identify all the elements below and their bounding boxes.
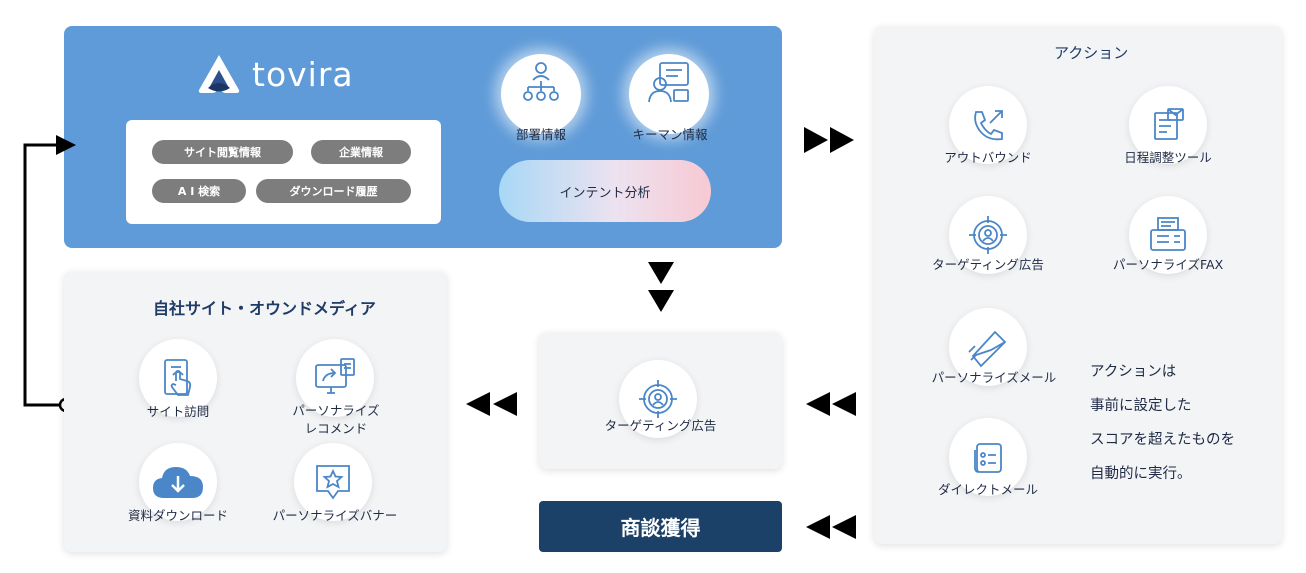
download-circle — [139, 443, 217, 521]
targeting-action-circle — [949, 196, 1027, 274]
note-line-1: アクションは — [1090, 364, 1177, 380]
cloud-download-icon — [153, 467, 203, 498]
dept-circle — [501, 54, 581, 134]
owned-media-card: 自社サイト・オウンドメディア サイト訪問 パーソナライズ レコメンド — [64, 271, 447, 552]
fax-icon — [1150, 217, 1186, 251]
org-chart-icon — [523, 62, 559, 101]
action-title: アクション — [1054, 44, 1129, 62]
note-line-2: 事前に設定した — [1090, 398, 1192, 414]
pill-download-history: ダウンロード履歴 — [256, 179, 411, 203]
action-card: アクション アウトバウンド 日程調整ツール — [874, 26, 1282, 544]
arrow-left-action-to-targeting — [806, 392, 856, 416]
keyman-label: キーマン情報 — [632, 127, 708, 142]
target-icon — [969, 216, 1007, 254]
info-box: サイト閲覧情報 企業情報 A I 検索 ダウンロード履歴 — [126, 120, 441, 224]
targeting-circle — [619, 360, 697, 438]
pill-site-view: サイト閲覧情報 — [152, 140, 293, 164]
personalized-mail-circle — [949, 308, 1027, 386]
targeting-action-label: ターゲティング広告 — [932, 257, 1044, 272]
target-icon — [639, 380, 677, 418]
dept-label: 部署情報 — [515, 127, 566, 142]
intent-analysis: インテント分析 — [499, 160, 711, 222]
note-line-4: 自動的に実行。 — [1090, 466, 1192, 482]
personalized-mail-label: パーソナライズメール — [931, 370, 1057, 385]
targeting-card: ターゲティング広告 — [539, 332, 782, 469]
recommend-label-line-1: パーソナライズ — [292, 403, 380, 418]
pill-ai-search: A I 検索 — [152, 179, 246, 203]
scheduler-circle — [1129, 86, 1207, 164]
outbound-label: アウトバウンド — [944, 150, 1032, 165]
arrow-right-to-action — [804, 127, 854, 153]
direct-mail-icon — [974, 443, 1002, 473]
star-banner-icon — [316, 465, 350, 500]
direct-mail-circle — [949, 418, 1027, 496]
phone-icon — [974, 110, 1003, 141]
tovira-logo-text: tovira — [252, 54, 354, 94]
tovira-panel: tovira サイト閲覧情報 企業情報 A I 検索 ダウンロード履歴 部署情報 — [64, 26, 782, 248]
keyman-icon — [648, 62, 689, 103]
banner-circle — [294, 443, 372, 521]
outbound-circle — [949, 86, 1027, 164]
scheduler-label: 日程調整ツール — [1124, 150, 1212, 165]
fax-circle — [1129, 196, 1207, 274]
owned-media-title: 自社サイト・オウンドメディア — [153, 299, 376, 318]
pill-company-info: 企業情報 — [311, 140, 411, 164]
keyman-circle — [629, 54, 709, 134]
action-note: アクションは 事前に設定した スコアを超えたものを 自動的に実行。 — [1090, 355, 1235, 491]
arrow-left-action-to-deal — [806, 515, 856, 539]
direct-mail-label: ダイレクトメール — [937, 482, 1038, 497]
schedule-doc-icon — [1154, 108, 1184, 140]
site-visit-label: サイト訪問 — [146, 404, 210, 419]
banner-label: パーソナライズバナー — [272, 508, 398, 523]
monitor-recommend-icon — [315, 358, 355, 394]
deal-acquired: 商談獲得 — [539, 501, 782, 552]
download-label: 資料ダウンロード — [127, 508, 228, 523]
recommend-label-line-2: レコメンド — [304, 421, 368, 436]
paper-plane-mail-icon — [968, 330, 1007, 368]
fax-label: パーソナライズFAX — [1112, 257, 1224, 272]
tovira-logo: tovira — [196, 52, 354, 96]
tablet-touch-icon — [164, 359, 192, 396]
note-line-3: スコアを超えたものを — [1090, 432, 1235, 448]
recommend-label: パーソナライズ レコメンド — [278, 402, 394, 438]
recommend-circle — [296, 339, 374, 417]
arrow-down-to-targeting — [648, 262, 674, 312]
site-visit-circle — [139, 339, 217, 417]
tovira-logo-icon — [198, 55, 240, 93]
arrow-left-targeting-to-owned — [466, 392, 517, 416]
targeting-label: ターゲティング広告 — [604, 418, 717, 433]
